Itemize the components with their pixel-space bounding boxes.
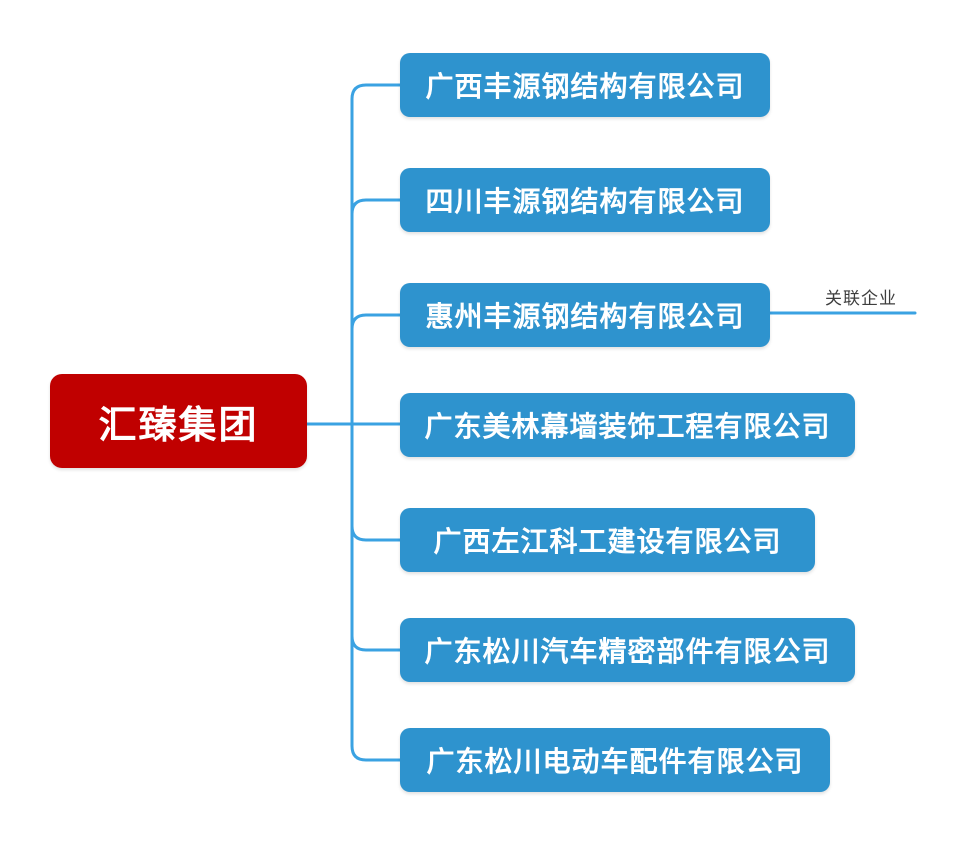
node-guangxi-zuojiang[interactable]: 广西左江科工建设有限公司 — [400, 508, 815, 572]
node-sichuan-fengyuan[interactable]: 四川丰源钢结构有限公司 — [400, 168, 770, 232]
node-guangdong-songchuan-auto[interactable]: 广东松川汽车精密部件有限公司 — [400, 618, 855, 682]
connector-branch-2 — [350, 198, 402, 426]
connector-branch-5 — [350, 422, 402, 542]
root-node-label: 汇臻集团 — [98, 404, 259, 447]
node-label: 惠州丰源钢结构有限公司 — [425, 301, 745, 332]
node-label: 四川丰源钢结构有限公司 — [425, 186, 745, 217]
connector-branch-6 — [350, 422, 402, 652]
node-label: 广东松川电动车配件有限公司 — [426, 746, 804, 777]
affiliate-edge-label: 关联企业 — [825, 289, 897, 308]
node-guangxi-fengyuan[interactable]: 广西丰源钢结构有限公司 — [400, 53, 770, 117]
node-guangdong-songchuan-ev[interactable]: 广东松川电动车配件有限公司 — [400, 728, 830, 792]
node-label: 广东松川汽车精密部件有限公司 — [424, 636, 831, 667]
connector-branch-3 — [350, 313, 402, 426]
node-huizhou-fengyuan[interactable]: 惠州丰源钢结构有限公司 — [400, 283, 770, 347]
node-label: 广西左江科工建设有限公司 — [433, 526, 782, 557]
node-guangdong-meilin[interactable]: 广东美林幕墙装饰工程有限公司 — [400, 393, 855, 457]
connector-branch-1 — [350, 83, 402, 426]
root-node[interactable]: 汇臻集团 — [50, 374, 307, 468]
connector-branch-7 — [350, 422, 402, 762]
node-label: 广东美林幕墙装饰工程有限公司 — [424, 411, 831, 442]
node-label: 广西丰源钢结构有限公司 — [425, 71, 745, 102]
